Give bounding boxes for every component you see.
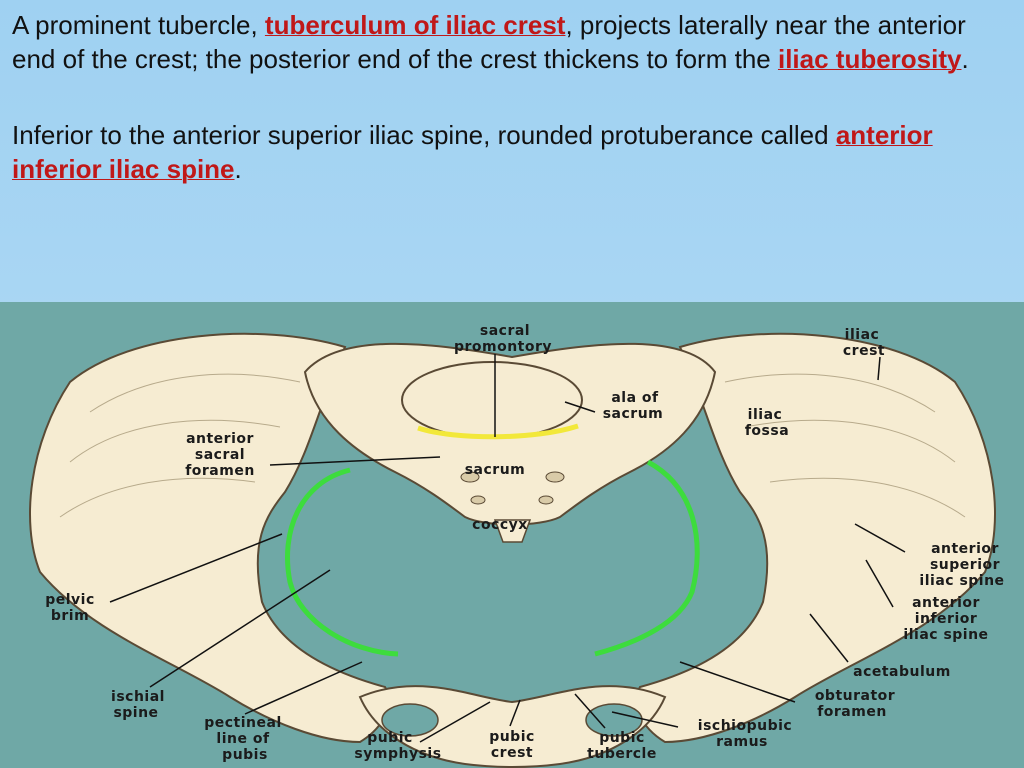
left-ilium-texture	[89, 373, 301, 413]
leader-line	[149, 569, 331, 688]
text-fragment: .	[961, 44, 969, 74]
label-pubic-symphysis-line2: symphysis	[354, 746, 441, 762]
right-ilium-texture	[744, 419, 956, 463]
text-fragment: A prominent tubercle,	[12, 10, 265, 40]
term-anterior-inferior-iliac-spine: anterior inferior iliac spine	[12, 120, 933, 184]
leader-line	[809, 613, 849, 663]
term-tuberculum-of-iliac-crest: tuberculum of iliac crest	[264, 10, 566, 40]
leader-line	[509, 699, 521, 727]
leader-line	[244, 661, 363, 715]
slide-text: A prominent tubercle, tuberculum of ilia…	[12, 8, 1012, 228]
label-acetabulum: acetabulum	[853, 664, 951, 680]
pelvis-diagram: sacral promontory iliac crest ala of sac…	[0, 302, 1024, 768]
label-sacral-promontory-line1: sacral	[480, 323, 530, 339]
label-ischial-spine-line1: ischial	[111, 689, 165, 705]
promontory-highlight	[417, 423, 579, 440]
label-pectineal-line-line1: pectineal	[204, 715, 282, 731]
label-obturator-foramen-line1: obturator	[815, 688, 895, 704]
label-asis-line2: superior	[930, 557, 1000, 573]
leader-line	[679, 661, 796, 703]
right-ilium-texture	[769, 477, 966, 518]
label-aiis-line1: anterior	[912, 595, 980, 611]
left-ilium-shape	[29, 332, 390, 744]
paragraph-aiis: Inferior to the anterior superior iliac …	[12, 118, 1012, 186]
leader-line	[564, 401, 596, 413]
sacral-promontory-shape	[401, 361, 583, 439]
label-pubic-crest-line1: pubic	[489, 729, 535, 745]
right-ilium-shape	[635, 332, 996, 744]
leader-line	[574, 693, 606, 729]
label-aiis-line2: inferior	[915, 611, 978, 627]
label-anterior-sacral-foramen-line1: anterior	[186, 431, 254, 447]
pelvic-brim-left-highlight	[285, 467, 399, 657]
pelvic-brim-right-highlight	[594, 459, 700, 657]
sacral-foramen	[538, 495, 554, 505]
label-asis-line3: iliac spine	[919, 573, 1004, 589]
right-obturator-foramen	[585, 703, 643, 737]
label-pelvic-brim-line1: pelvic	[45, 592, 95, 608]
label-iliac-crest-line2: crest	[843, 343, 885, 359]
label-anterior-sacral-foramen-line3: foramen	[185, 463, 255, 479]
label-pubic-symphysis-line1: pubic	[367, 730, 413, 746]
label-aiis-line3: iliac spine	[903, 627, 988, 643]
label-sacrum: sacrum	[465, 462, 526, 478]
coccyx-shape	[493, 519, 532, 543]
label-sacral-promontory-line2: promontory	[454, 339, 552, 355]
pubic-region-shape	[358, 685, 667, 768]
text-fragment: Inferior to the anterior superior iliac …	[12, 120, 836, 150]
right-ilium-texture	[724, 373, 936, 413]
label-ischial-spine-line2: spine	[113, 705, 158, 721]
label-pectineal-line-line3: pubis	[222, 747, 268, 763]
label-pectineal-line-line2: line of	[216, 731, 270, 747]
leader-line	[877, 356, 881, 381]
label-ischiopubic-ramus-line2: ramus	[716, 734, 768, 750]
label-pubic-tubercle-line2: tubercle	[587, 746, 657, 762]
leader-line	[854, 523, 906, 553]
label-pubic-tubercle-line1: pubic	[599, 730, 645, 746]
label-pelvic-brim-line2: brim	[51, 608, 89, 624]
pelvis-illustration: sacral promontory iliac crest ala of sac…	[0, 302, 1024, 768]
label-coccyx: coccyx	[472, 517, 528, 533]
text-fragment: , projects laterally near the anterior e…	[12, 10, 966, 74]
term-iliac-tuberosity: iliac tuberosity	[777, 44, 962, 74]
label-asis-line1: anterior	[931, 541, 999, 557]
label-iliac-fossa-line1: iliac	[748, 407, 783, 423]
label-iliac-fossa-line2: fossa	[745, 423, 789, 439]
left-obturator-foramen	[381, 703, 439, 737]
label-anterior-sacral-foramen-line2: sacral	[195, 447, 245, 463]
label-ischiopubic-ramus-line1: ischiopubic	[698, 718, 792, 734]
sacral-foramen	[470, 495, 486, 505]
left-ilium-texture	[59, 477, 256, 518]
label-ala-of-sacrum-line1: ala of	[611, 390, 659, 406]
label-obturator-foramen-line2: foramen	[817, 704, 887, 720]
text-fragment: .	[234, 154, 242, 184]
label-ala-of-sacrum-line2: sacrum	[603, 406, 664, 422]
sacral-foramen	[460, 471, 480, 483]
leader-line	[269, 456, 441, 466]
paragraph-iliac-crest: A prominent tubercle, tuberculum of ilia…	[12, 8, 1012, 76]
leader-line	[419, 701, 491, 743]
sacral-foramen	[545, 471, 565, 483]
left-ilium-texture	[69, 419, 281, 463]
label-pubic-crest-line2: crest	[491, 745, 533, 761]
label-iliac-crest-line1: iliac	[845, 327, 880, 343]
leader-line	[611, 711, 679, 728]
leader-line	[865, 559, 894, 608]
leader-line	[109, 533, 283, 603]
